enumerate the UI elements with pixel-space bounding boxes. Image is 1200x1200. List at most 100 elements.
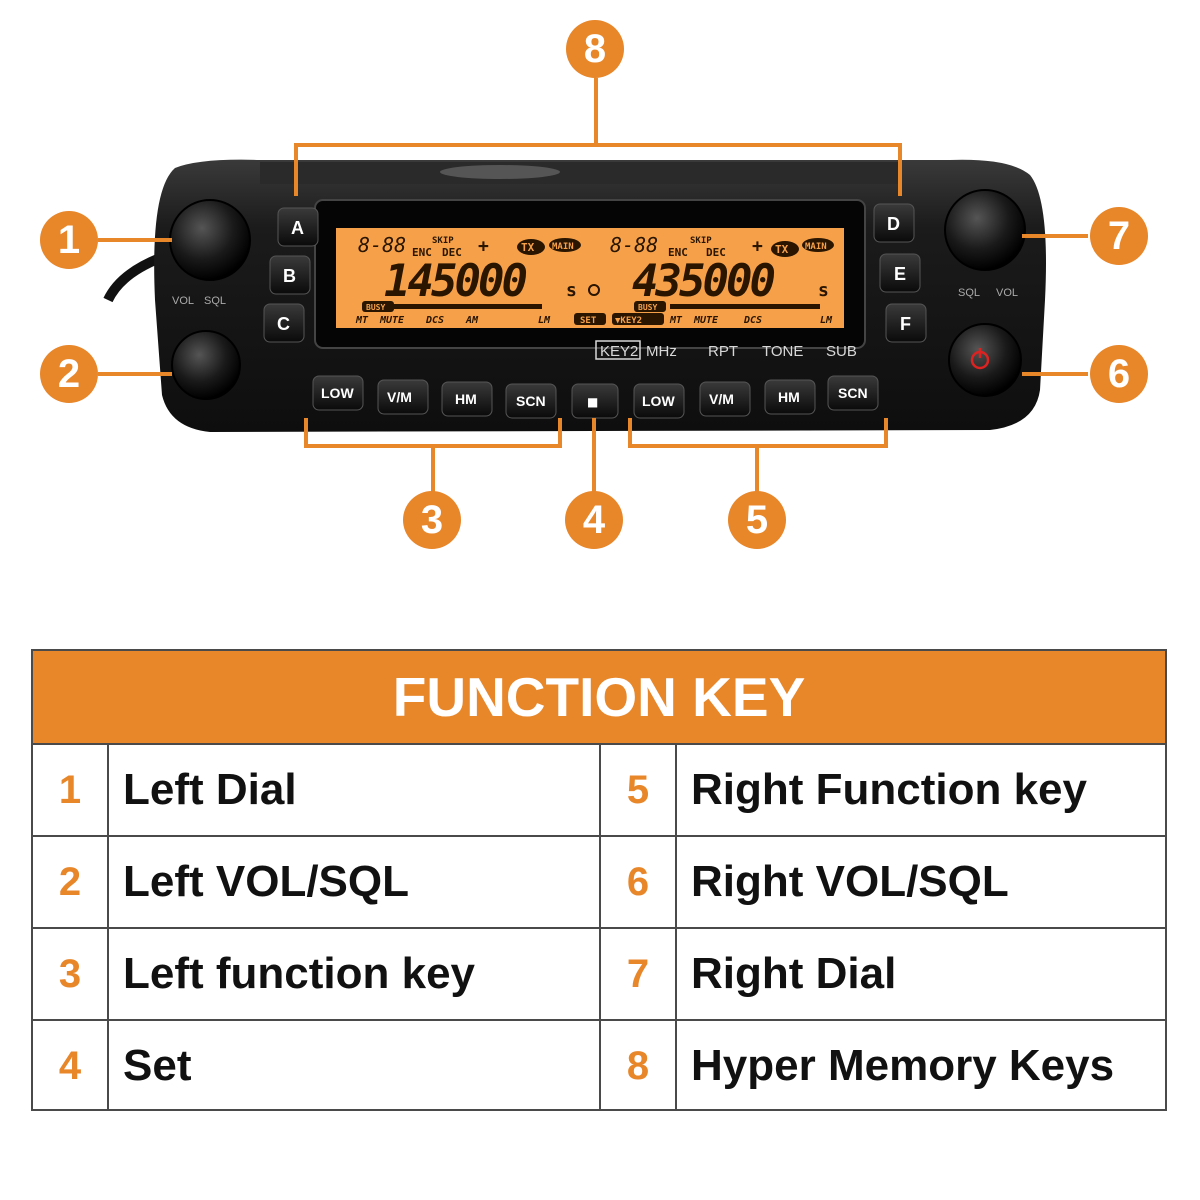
callout-8: 8 xyxy=(566,20,624,78)
lcd-tx-badge xyxy=(517,239,545,255)
key-a[interactable] xyxy=(277,207,319,247)
row-label: Left function key xyxy=(109,929,601,1019)
tone-label: TONE xyxy=(762,343,803,360)
lcd-plus-left: + xyxy=(478,236,489,257)
row-number: 2 xyxy=(33,837,109,927)
lcd-lm-left: LM xyxy=(538,315,551,326)
right-low-key[interactable] xyxy=(633,383,685,419)
row-number: 7 xyxy=(601,929,677,1019)
left-function-keys: LOW V/M HM SCN xyxy=(312,375,557,419)
lcd-freq-right-suffix: s xyxy=(818,280,829,301)
right-scn-label: SCN xyxy=(838,385,868,401)
left-scn-label: SCN xyxy=(516,393,546,409)
left-vm-key[interactable] xyxy=(377,379,429,415)
key-e-label: E xyxy=(894,264,906,284)
key-a-label: A xyxy=(291,218,304,238)
lcd-mute-left: MUTE xyxy=(379,315,405,326)
right-hm-label: HM xyxy=(778,389,800,405)
callout-4: 4 xyxy=(565,491,623,549)
table-row: 3 Left function key 7 Right Dial xyxy=(33,929,1165,1021)
table-row: 1 Left Dial 5 Right Function key xyxy=(33,745,1165,837)
left-scn-key[interactable] xyxy=(505,383,557,419)
left-vm-label: V/M xyxy=(387,389,412,405)
key-c[interactable] xyxy=(263,303,305,343)
lcd-set: SET xyxy=(580,316,597,326)
lcd-freq-right: 435000 xyxy=(632,256,774,307)
lcd-main-badge xyxy=(802,238,834,252)
lcd-busy-left: BUSY xyxy=(366,303,385,312)
lcd-set-badge xyxy=(574,313,606,325)
row-number: 8 xyxy=(601,1021,677,1111)
set-key-label: ■ xyxy=(587,395,598,409)
right-dial-knob[interactable] xyxy=(944,189,1026,271)
callout-6: 6 xyxy=(1090,345,1148,403)
callout-2: 2 xyxy=(40,345,98,403)
left-low-label: LOW xyxy=(321,385,354,401)
right-hm-key[interactable] xyxy=(764,379,816,415)
row-number: 5 xyxy=(601,745,677,835)
left-low-key[interactable] xyxy=(312,375,364,411)
lcd-segments-left: 8-88 xyxy=(358,233,406,257)
table-row: 4 Set 8 Hyper Memory Keys xyxy=(33,1021,1165,1111)
callout-3: 3 xyxy=(403,491,461,549)
callout-1: 1 xyxy=(40,211,98,269)
row-number: 6 xyxy=(601,837,677,927)
lcd-screen xyxy=(336,228,844,328)
side-keys-left: A B C xyxy=(263,207,319,343)
lcd-mt-left: MT xyxy=(355,315,369,326)
table-title: FUNCTION KEY xyxy=(33,651,1165,745)
key-b[interactable] xyxy=(269,255,311,295)
lcd-mute-right: MUTE xyxy=(693,315,719,326)
lcd-tx: TX xyxy=(521,241,535,254)
right-low-label: LOW xyxy=(642,393,675,409)
lcd-main-left: MAIN xyxy=(552,242,574,252)
lcd-enc-right: ENC xyxy=(668,246,688,259)
lcd-tx-badge-right xyxy=(771,241,799,257)
s-meter-right xyxy=(670,304,820,309)
lcd-dcs-right: DCS xyxy=(743,315,762,326)
right-vm-key[interactable] xyxy=(699,381,751,417)
right-knob-label-vol: VOL xyxy=(996,287,1018,299)
brand-logo xyxy=(440,165,560,179)
row-number: 3 xyxy=(33,929,109,1019)
lcd-dec-left: DEC xyxy=(442,246,462,259)
left-vol-sql-knob[interactable] xyxy=(171,330,241,400)
lcd-skip-right: SKIP xyxy=(690,236,712,246)
lcd-busy-right: BUSY xyxy=(638,303,657,312)
left-dial-knob[interactable] xyxy=(169,199,251,281)
right-knob-label-sql: SQL xyxy=(958,287,980,299)
s-meter-left xyxy=(392,304,542,309)
key2-label-box xyxy=(595,340,641,360)
lcd-busy-badge-left xyxy=(362,301,394,312)
key-f[interactable] xyxy=(885,303,927,343)
key-e[interactable] xyxy=(879,253,921,293)
callout-7: 7 xyxy=(1090,207,1148,265)
left-hm-key[interactable] xyxy=(441,381,493,417)
right-scn-key[interactable] xyxy=(827,375,879,411)
lcd-dcs-left: DCS xyxy=(425,315,444,326)
key-d[interactable] xyxy=(873,203,915,243)
lcd-segments-right: 8-88 xyxy=(610,233,658,257)
left-knob-label-vol: VOL xyxy=(172,295,194,307)
right-vm-label: V/M xyxy=(709,391,734,407)
row-label: Left VOL/SQL xyxy=(109,837,601,927)
lcd-content: 8-88 8-88 SKIP ENC DEC + TX MAIN SKIP EN… xyxy=(355,233,834,326)
key-f-label: F xyxy=(900,314,911,334)
function-key-table: FUNCTION KEY 1 Left Dial 5 Right Functio… xyxy=(31,649,1167,1111)
right-function-keys: LOW V/M HM SCN xyxy=(633,375,879,419)
lcd-key2: ▼KEY2 xyxy=(615,316,642,326)
key2-label: KEY2 xyxy=(600,343,638,360)
row-label: Right Dial xyxy=(691,949,897,998)
sub-label: SUB xyxy=(826,343,857,360)
right-vol-sql-knob[interactable] xyxy=(948,323,1022,397)
row-number: 1 xyxy=(33,745,109,835)
left-knob-label-sql: SQL xyxy=(204,295,226,307)
lcd-plus-right: + xyxy=(752,236,763,257)
lcd-main: MAIN xyxy=(805,242,827,252)
callout-5: 5 xyxy=(728,491,786,549)
radio-front-panel: 8-88 8-88 SKIP ENC DEC + TX MAIN SKIP EN… xyxy=(98,78,1088,492)
row-label: Hyper Memory Keys xyxy=(691,1041,1115,1090)
lcd-clock-icon xyxy=(588,284,600,296)
table-row: 2 Left VOL/SQL 6 Right VOL/SQL xyxy=(33,837,1165,929)
row-label: Set xyxy=(109,1021,601,1111)
